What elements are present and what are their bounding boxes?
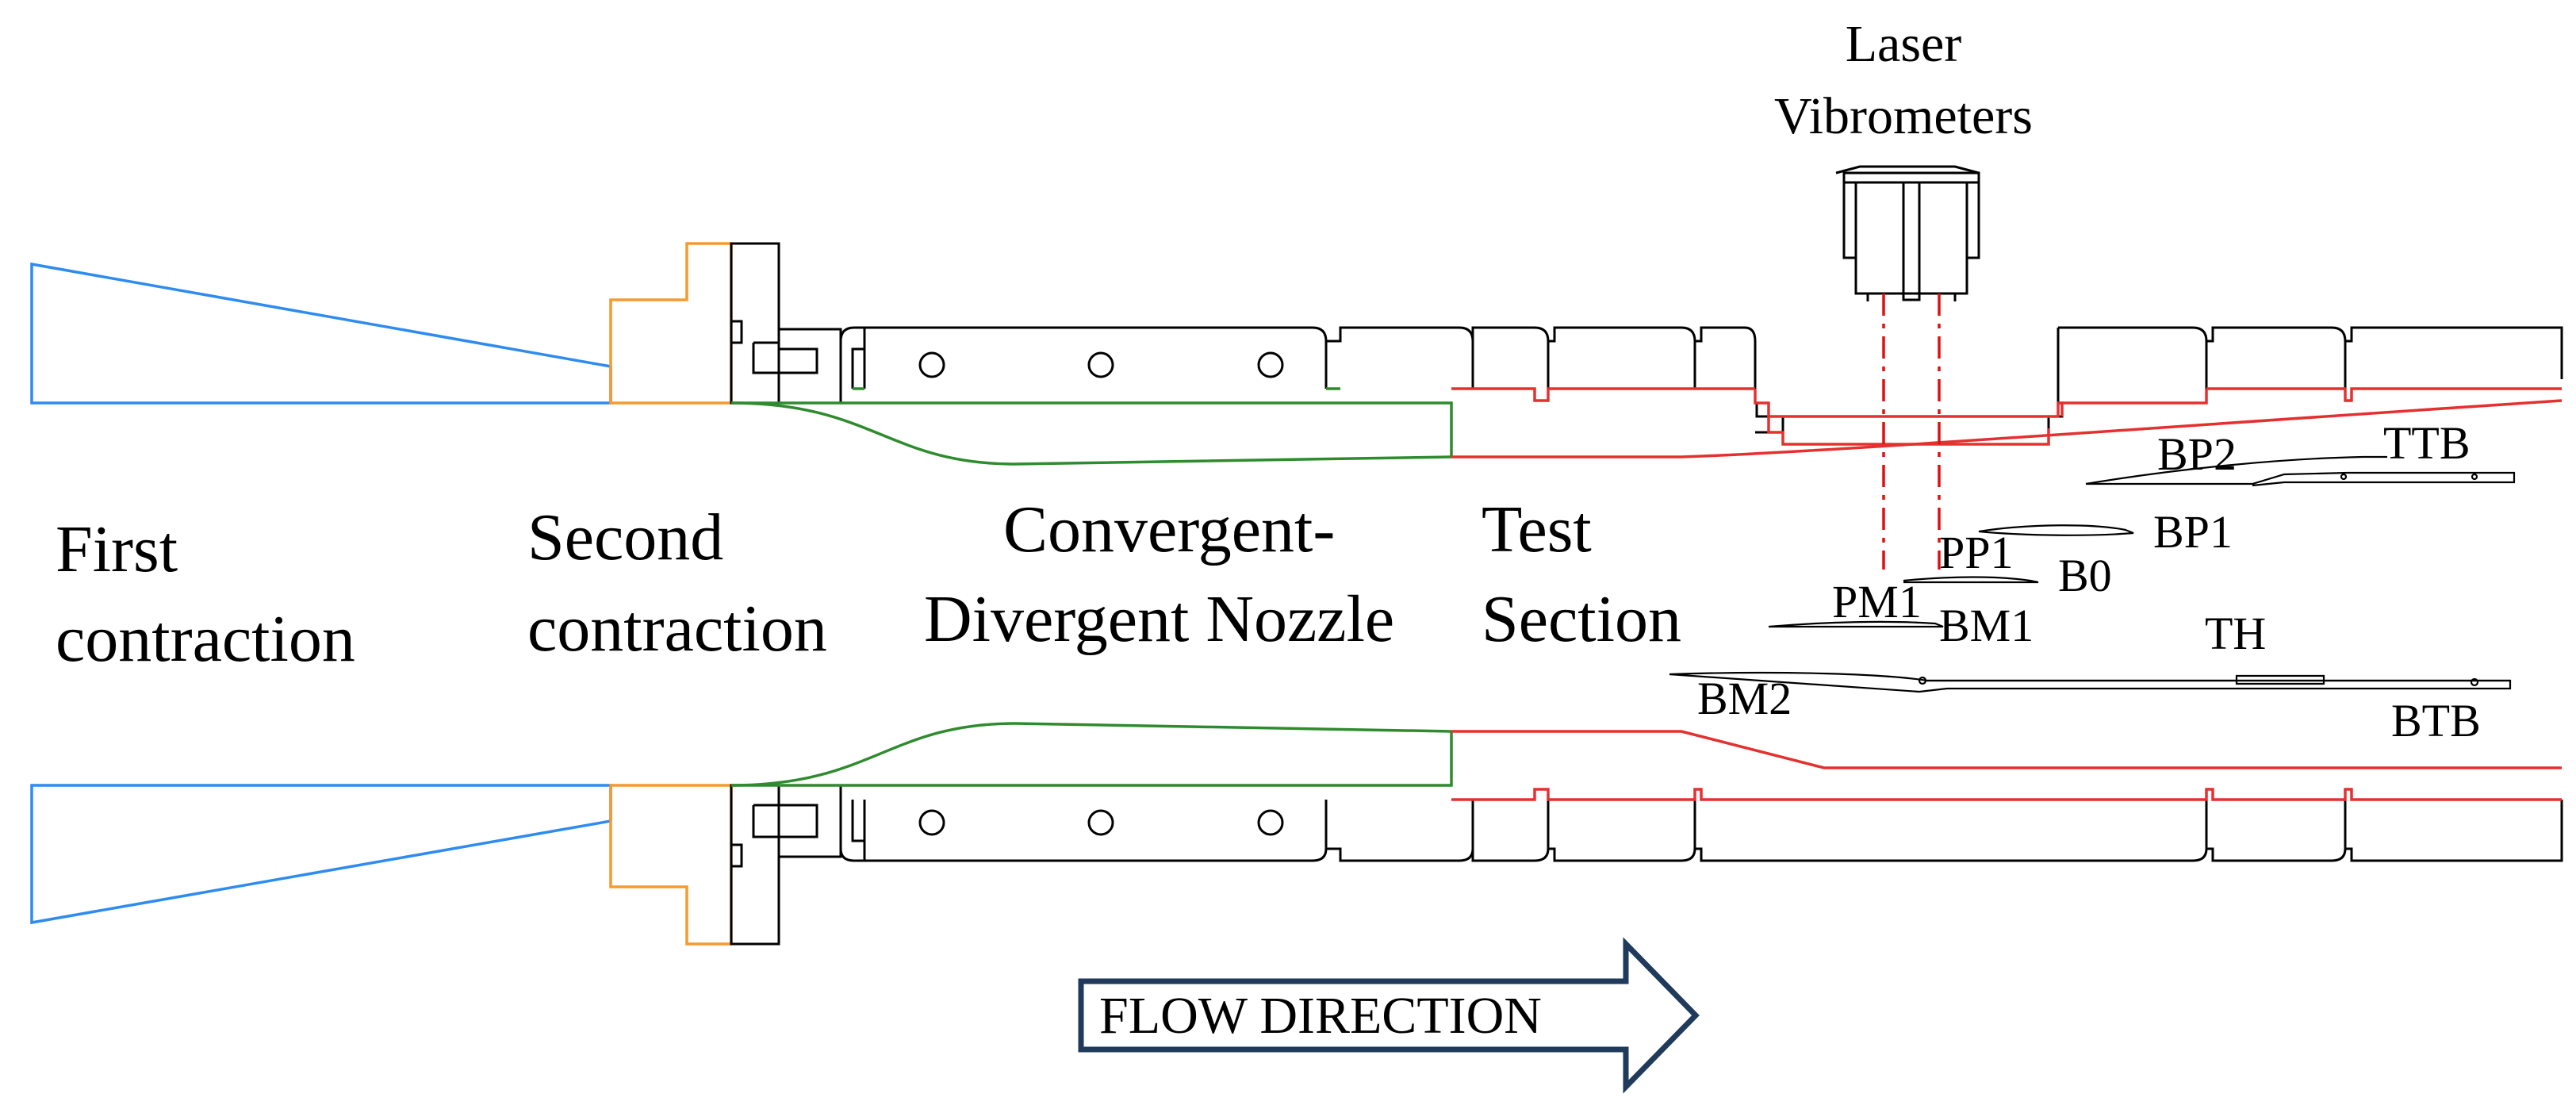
second-contraction-bottom [609,784,733,946]
flow-direction-label: FLOW DIRECTION [1099,987,1542,1045]
blade-pm1-bm1 [1768,620,1944,628]
test-section-blocks-bottom [1471,800,2563,862]
component-b0: B0 [2058,550,2112,601]
first-contraction-bottom [30,784,612,925]
blade-bp1 [1978,524,2134,536]
flange-top [730,242,842,405]
component-ttb: TTB [2383,417,2471,469]
first-contraction-label-line1: First [56,512,178,586]
second-contraction-top [609,242,733,405]
blade-bm2-th-btb [1669,671,2512,693]
second-contraction-label-line1: Second [527,501,723,574]
laser-vibrometer-head [1835,165,1980,301]
test-section-wall-top [1451,387,2563,458]
blade-bp2-ttb [2085,455,2516,487]
second-contraction-label-line2: contraction [527,592,827,666]
component-bm1: BM1 [1939,600,2034,651]
component-bm2: BM2 [1697,673,1792,724]
nozzle-label-line2: Divergent Nozzle [924,582,1394,656]
test-section-wall-bottom [1451,730,2562,801]
flow-direction-arrow [1078,937,1700,1094]
flange-bottom [730,784,842,946]
test-section-label-line1: Test [1482,493,1592,566]
first-contraction-top [30,262,612,405]
test-section-label-line2: Section [1482,582,1681,656]
component-btb: BTB [2391,695,2481,746]
nozzle-wall-top [730,387,1453,466]
component-pp1: PP1 [1939,527,2014,578]
laser-beams [1882,294,1941,570]
component-th: TH [2205,608,2266,659]
component-bp1: BP1 [2153,506,2233,558]
laser-label-line1: Laser [1846,15,1962,73]
nozzle-label-line1: Convergent- [1003,493,1335,566]
nozzle-blocks-bottom [839,785,1474,862]
component-bp2: BP2 [2157,428,2237,480]
component-pm1: PM1 [1832,576,1922,627]
nozzle-blocks-top [839,326,1474,403]
first-contraction-label-line2: contraction [56,602,355,676]
laser-label-line2: Vibrometers [1774,87,2033,145]
nozzle-wall-bottom [730,722,1453,787]
blade-pp1-b0 [1903,576,2039,584]
